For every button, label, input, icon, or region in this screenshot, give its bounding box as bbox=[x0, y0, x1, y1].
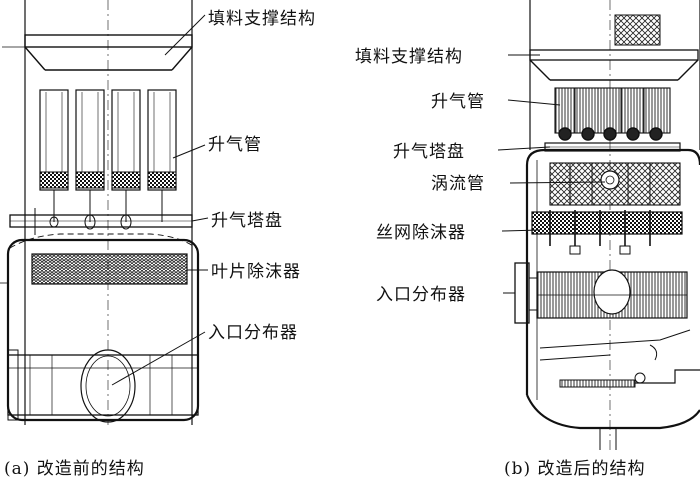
vessel-b bbox=[525, 148, 700, 450]
label-chimney-tray-b: 升气塔盘 bbox=[393, 142, 465, 162]
mesh-demister-b bbox=[531, 210, 683, 255]
chimney-tray-a bbox=[9, 208, 193, 235]
label-packing-support-a: 填料支撑结构 bbox=[208, 9, 316, 29]
label-inlet-distributor-a: 入口分布器 bbox=[208, 323, 298, 343]
label-mesh-demister-b: 丝网除沫器 bbox=[376, 223, 466, 243]
lower-internals-b bbox=[539, 329, 700, 388]
vane-demister-a bbox=[31, 253, 188, 285]
inlet-distributor-a bbox=[7, 349, 199, 423]
packing-support-structure-b bbox=[529, 49, 699, 81]
panel-b-drawing bbox=[497, 0, 700, 450]
vortex-tubes-b bbox=[549, 162, 681, 206]
caption-a: (a) 改造前的结构 bbox=[4, 459, 145, 479]
label-vortex-tubes-b: 涡流管 bbox=[431, 174, 485, 194]
label-vane-demister-a: 叶片除沫器 bbox=[211, 262, 301, 282]
label-inlet-distributor-b: 入口分布器 bbox=[376, 285, 466, 305]
packing-support-structure-a bbox=[2, 34, 193, 71]
label-riser-tubes-a: 升气管 bbox=[208, 135, 262, 155]
vessel-a bbox=[0, 233, 200, 422]
label-packing-support-b: 填料支撑结构 bbox=[355, 47, 463, 67]
panel-a-drawing bbox=[0, 0, 209, 425]
caption-b: (b) 改造后的结构 bbox=[504, 459, 646, 479]
riser-tubes-b bbox=[554, 87, 671, 141]
label-riser-tubes-b: 升气管 bbox=[431, 92, 485, 112]
riser-tubes-a bbox=[39, 89, 177, 230]
inlet-distributor-b bbox=[514, 262, 688, 324]
label-chimney-tray-a: 升气塔盘 bbox=[211, 211, 283, 231]
